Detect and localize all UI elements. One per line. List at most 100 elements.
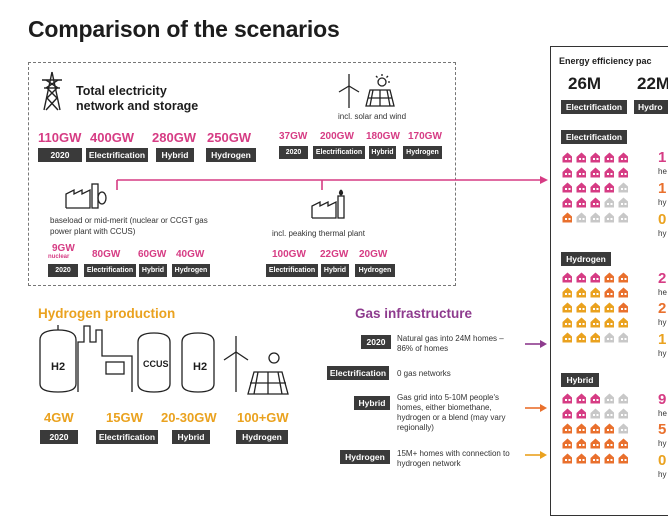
main-tag-2020: 2020 bbox=[38, 148, 82, 162]
hydrogen-tag-electrification: Electrification bbox=[96, 430, 158, 444]
house-icon bbox=[604, 272, 614, 283]
house-icon bbox=[576, 438, 586, 449]
efficiency-tag-electrification: Electrification bbox=[561, 100, 627, 114]
page-title: Comparison of the scenarios bbox=[28, 16, 340, 42]
solar-tag-hydrogen: Hydrogen bbox=[403, 146, 442, 159]
house-icon bbox=[604, 212, 614, 223]
solar-tag-electrification: Electrification bbox=[313, 146, 365, 159]
house-icon bbox=[618, 167, 628, 178]
efficiency-heading: Energy efficiency pac bbox=[559, 56, 652, 66]
house-icon bbox=[590, 167, 600, 178]
gas-tag-2020: 2020 bbox=[361, 335, 391, 349]
baseload-value-electrification: 80GW bbox=[92, 249, 121, 260]
hyd-number-1: 2 bbox=[658, 270, 667, 287]
elec-sub-2: hy bbox=[658, 198, 667, 207]
house-icon bbox=[604, 453, 614, 464]
efficiency-tag-hydrogen: Hydro bbox=[634, 100, 668, 114]
house-icon bbox=[604, 438, 614, 449]
house-icon bbox=[590, 393, 600, 404]
pylon-icon bbox=[42, 71, 62, 111]
section-tag-hybrid: Hybrid bbox=[561, 373, 599, 387]
house-icon bbox=[576, 212, 586, 223]
gas-text-hybrid: Gas grid into 5-10M people's homes, eith… bbox=[397, 393, 506, 432]
baseload-label: baseload or mid-merit (nuclear or CCGT g… bbox=[50, 216, 208, 236]
network-heading-line1: Total electricity bbox=[76, 84, 167, 98]
house-icon bbox=[576, 152, 586, 163]
wind-solar-icon bbox=[338, 74, 395, 108]
hydrogen-value-hybrid: 20-30GW bbox=[161, 410, 217, 425]
baseload-tag-hydrogen: Hydrogen bbox=[172, 264, 210, 277]
peaking-tag-hybrid: Hybrid bbox=[321, 264, 349, 277]
house-icon bbox=[604, 423, 614, 434]
house-icon bbox=[604, 393, 614, 404]
house-icon bbox=[562, 197, 572, 208]
solar-wind-label: incl. solar and wind bbox=[338, 112, 407, 121]
baseload-nuclear-sub: nuclear bbox=[48, 254, 70, 260]
peaking-tag-electrification: Electrification bbox=[266, 264, 318, 277]
elec-number-1: 1 bbox=[658, 149, 667, 166]
house-icon bbox=[576, 453, 586, 464]
house-icon bbox=[562, 423, 572, 434]
solar-value-hybrid: 180GW bbox=[366, 131, 400, 142]
house-icon bbox=[576, 408, 586, 419]
hyd-number-3: 1 bbox=[658, 331, 667, 348]
peaking-label: incl. peaking thermal plant bbox=[272, 229, 365, 238]
elec-number-2: 1 bbox=[658, 180, 667, 197]
main-value-hydrogen: 250GW bbox=[207, 130, 252, 145]
factory-icon bbox=[65, 183, 107, 209]
house-icon bbox=[590, 332, 600, 343]
house-icon bbox=[562, 287, 572, 298]
house-icon bbox=[576, 272, 586, 283]
hydrogen-tag-2020: 2020 bbox=[40, 430, 78, 444]
hydrogen-heading: Hydrogen production bbox=[38, 306, 176, 321]
gas-text-2020: Natural gas into 24M homes – 86% of home… bbox=[397, 334, 504, 353]
baseload-tag-hybrid: Hybrid bbox=[139, 264, 167, 277]
house-icon bbox=[590, 197, 600, 208]
house-icon bbox=[576, 423, 586, 434]
main-tag-hybrid: Hybrid bbox=[156, 148, 194, 162]
house-icon bbox=[576, 167, 586, 178]
peaking-tag-hydrogen: Hydrogen bbox=[355, 264, 395, 277]
main-tag-electrification: Electrification bbox=[86, 148, 148, 162]
elec-sub-1: he bbox=[658, 167, 667, 176]
house-icon bbox=[576, 182, 586, 193]
house-icon bbox=[604, 302, 614, 313]
house-icon bbox=[590, 272, 600, 283]
house-icon bbox=[604, 287, 614, 298]
house-icon bbox=[618, 453, 628, 464]
peaking-value-hydrogen: 20GW bbox=[359, 249, 388, 260]
solar-tag-2020: 2020 bbox=[279, 146, 308, 159]
hyd-sub-2: hy bbox=[658, 318, 667, 327]
house-icon bbox=[576, 332, 586, 343]
house-icon bbox=[590, 423, 600, 434]
ccus-label: CCUS bbox=[143, 359, 169, 369]
house-icon bbox=[618, 182, 628, 193]
house-icon bbox=[604, 152, 614, 163]
gas-heading: Gas infrastructure bbox=[355, 306, 473, 321]
network-heading: Total electricity network and storage bbox=[76, 84, 198, 114]
house-icon bbox=[576, 317, 586, 328]
hydrogen-tag-hybrid: Hybrid bbox=[172, 430, 210, 444]
house-icon bbox=[576, 287, 586, 298]
house-icon bbox=[562, 453, 572, 464]
hydrogen-value-hydrogen: 100+GW bbox=[237, 410, 289, 425]
hydrogen-tag-hydrogen: Hydrogen bbox=[236, 430, 288, 444]
house-icon bbox=[590, 317, 600, 328]
house-icon bbox=[562, 332, 572, 343]
hyd-sub-1: he bbox=[658, 288, 667, 297]
house-icon bbox=[618, 272, 628, 283]
solar-value-hydrogen: 170GW bbox=[408, 131, 442, 142]
house-icon bbox=[590, 152, 600, 163]
hydrogen-production-illustration bbox=[39, 325, 289, 395]
house-icon bbox=[590, 408, 600, 419]
tank1-label: H2 bbox=[51, 361, 66, 373]
house-icon bbox=[562, 152, 572, 163]
section-tag-hydrogen: Hydrogen bbox=[561, 252, 611, 266]
house-icon bbox=[562, 438, 572, 449]
network-heading-line2: network and storage bbox=[76, 99, 199, 113]
elec-sub-3: hy bbox=[658, 229, 667, 238]
house-icon bbox=[604, 167, 614, 178]
hyb-number-3: 0 bbox=[658, 452, 667, 469]
house-icon bbox=[576, 302, 586, 313]
baseload-value-hybrid: 60GW bbox=[138, 249, 167, 260]
